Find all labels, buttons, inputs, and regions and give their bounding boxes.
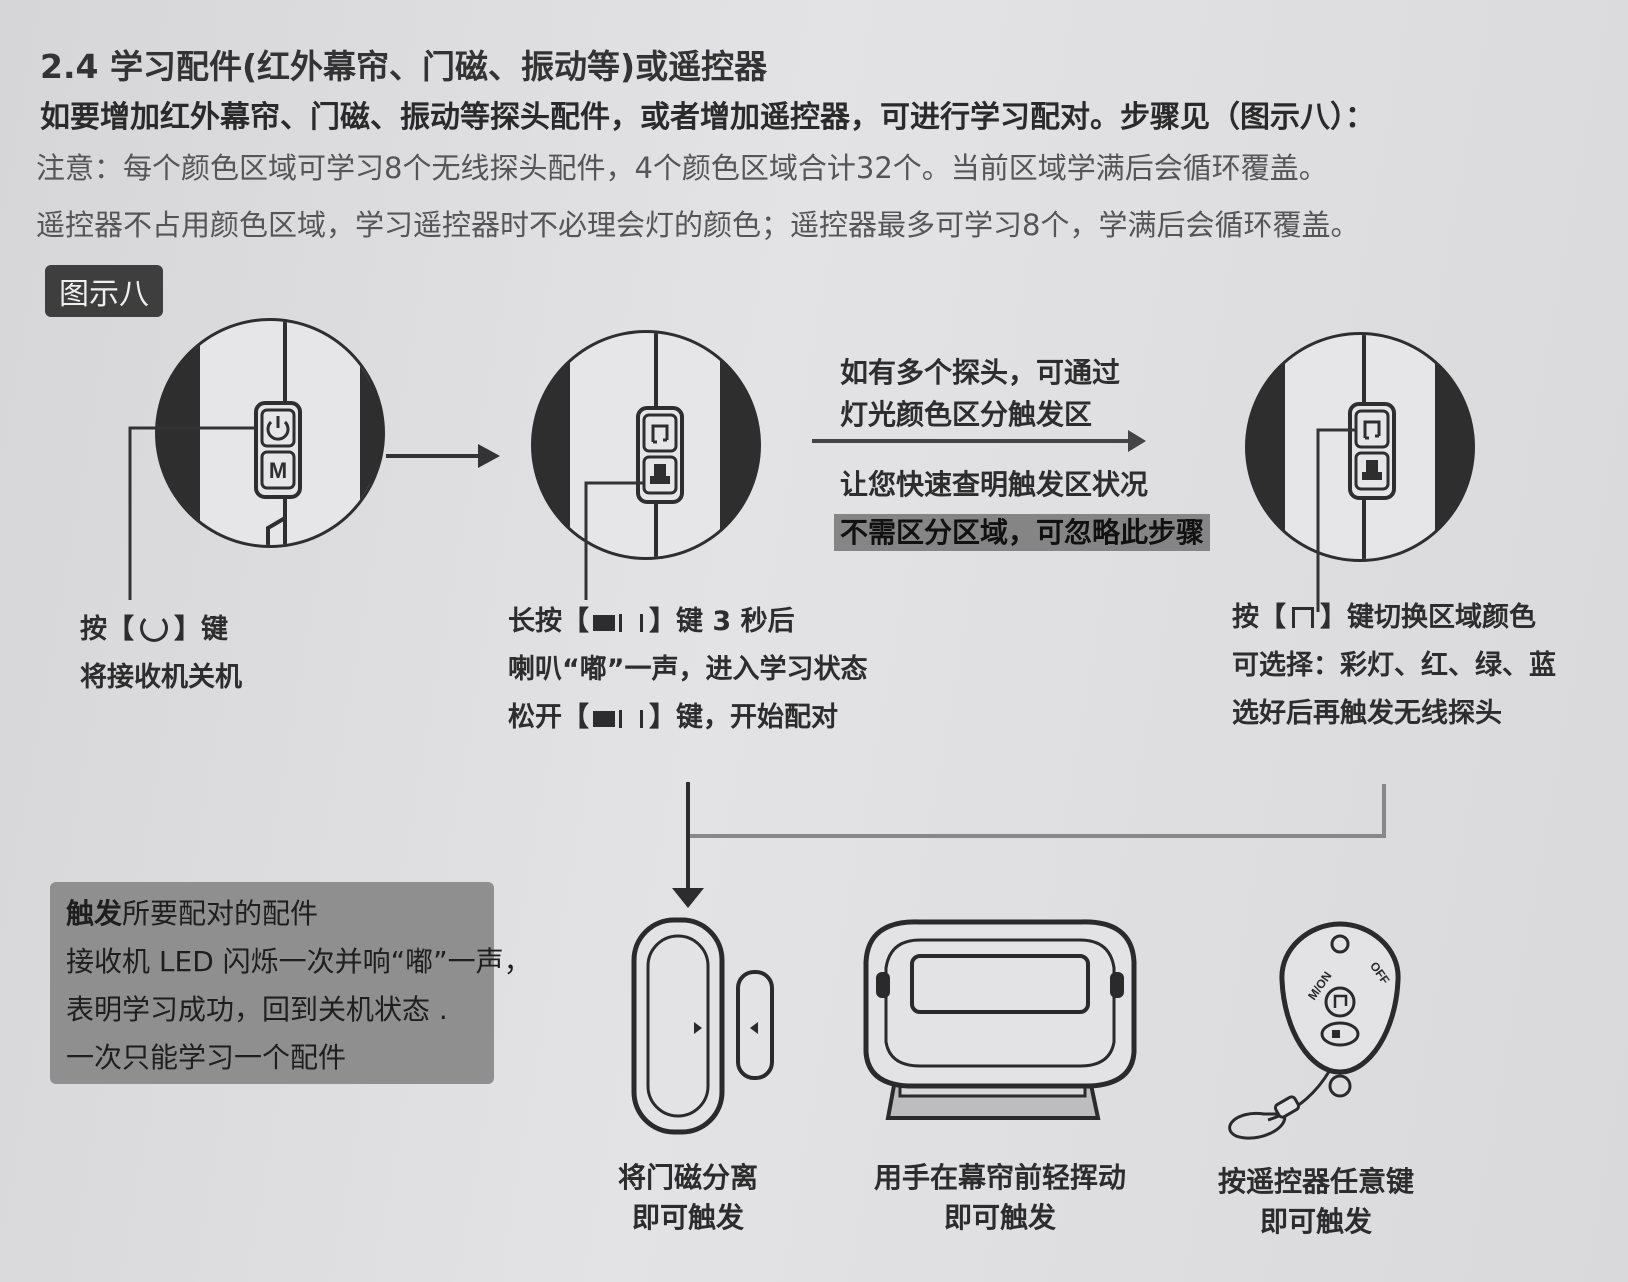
- speaker-icon: [1332, 1030, 1340, 1038]
- receiver-zoom-power: M: [128, 318, 385, 600]
- trigger-line1: 接收机 LED 闪烁一次并响“嘟”一声，: [66, 945, 532, 978]
- curtain-caption-line1: 用手在幕帘前轻挥动: [873, 1161, 1126, 1194]
- step3-line2: 可选择：彩灯、红、绿、蓝: [1232, 650, 1556, 681]
- speaker-icon: [1362, 460, 1382, 480]
- door-sensor-illustration: [631, 917, 774, 1135]
- speaker-icon: [593, 615, 615, 631]
- remote-caption-line1: 按遥控器任意键: [1217, 1165, 1414, 1198]
- step3-instruction: 按【】键切换区域颜色 可选择：彩灯、红、绿、蓝 选好后再触发无线探头: [1232, 594, 1556, 738]
- section-title: 2.4 学习配件(红外幕帘、门磁、振动等)或遥控器: [40, 47, 768, 86]
- trigger-title: 触发所要配对的配件: [66, 890, 478, 938]
- section-intro: 如要增加红外幕帘、门磁、振动等探头配件，或者增加遥控器，可进行学习配对。步骤见（…: [40, 100, 1375, 135]
- flow-connector: [672, 782, 1386, 908]
- trigger-title-bold: 触发: [66, 897, 123, 930]
- music-icon: [1292, 607, 1314, 628]
- trigger-line3: 一次只能学习一个配件: [66, 1041, 347, 1074]
- multi-probe-line2: 灯光颜色区分触发区: [840, 398, 1093, 431]
- speaker-icon: [650, 464, 670, 484]
- music-icon: [651, 424, 669, 444]
- note-line-2: 遥控器不占用颜色区域，学习遥控器时不必理会灯的颜色；遥控器最多可学习8个，学满后…: [36, 208, 1360, 242]
- receiver-zoom-zone: [1245, 332, 1475, 612]
- arrow-right-icon: [812, 430, 1146, 452]
- mode-button-label: M: [269, 458, 287, 483]
- step3-line1: 按【】键切换区域颜色: [1232, 602, 1536, 633]
- curtain-sensor-caption: 用手在幕帘前轻挥动 即可触发: [850, 1158, 1150, 1238]
- multi-probe-hint-top: 如有多个探头，可通过 灯光颜色区分触发区: [840, 352, 1120, 436]
- speaker-waves-icon: [619, 614, 643, 632]
- figure-label: 图示八: [45, 265, 163, 317]
- speaker-waves-icon: [619, 710, 643, 728]
- step2-line3: 松开【】键，开始配对: [508, 702, 838, 733]
- trigger-title-rest: 所要配对的配件: [122, 897, 319, 930]
- trigger-instruction-box: 触发所要配对的配件 接收机 LED 闪烁一次并响“嘟”一声， 表明学习成功，回到…: [50, 882, 532, 1084]
- curtain-caption-line2: 即可触发: [943, 1201, 1056, 1234]
- receiver-zoom-learn: [531, 330, 761, 600]
- step1-instruction: 按【】键 将接收机关机: [80, 606, 242, 702]
- arrow-right-icon: [386, 444, 500, 468]
- step2-line1: 长按【】键 3 秒后: [508, 606, 795, 637]
- step1-line2: 将接收机关机: [80, 662, 242, 693]
- curtain-sensor-illustration: [863, 919, 1137, 1120]
- step3-line3: 选好后再触发无线探头: [1232, 698, 1502, 729]
- remote-caption-line2: 即可触发: [1259, 1205, 1372, 1238]
- multi-probe-line1: 如有多个探头，可通过: [840, 356, 1121, 389]
- step2-instruction: 长按【】键 3 秒后 喇叭“嘟”一声，进入学习状态 松开【】键，开始配对: [508, 598, 868, 742]
- power-icon: [140, 614, 168, 642]
- music-icon: [1363, 420, 1381, 440]
- remote-control-illustration: M/ON OFF: [1228, 921, 1401, 1140]
- note-line-1: 注意：每个颜色区域可学习8个无线探头配件，4个颜色区域合计32个。当前区域学满后…: [36, 151, 1328, 185]
- multi-probe-line3: 让您快速查明触发区状况: [840, 468, 1149, 501]
- speaker-icon: [593, 711, 615, 727]
- music-icon: [1333, 994, 1348, 1008]
- power-icon: [266, 416, 290, 441]
- step2-line2: 喇叭“嘟”一声，进入学习状态: [508, 654, 868, 685]
- door-caption-line1: 将门磁分离: [617, 1161, 758, 1194]
- door-sensor-caption: 将门磁分离 即可触发: [578, 1158, 798, 1238]
- trigger-line2: 表明学习成功，回到关机状态 .: [66, 993, 448, 1026]
- multi-probe-line4: 不需区分区域，可忽略此步骤: [834, 514, 1211, 551]
- step1-line1: 按【】键: [80, 614, 228, 645]
- remote-caption: 按遥控器任意键 即可触发: [1186, 1162, 1446, 1242]
- multi-probe-hint-bottom: 让您快速查明触发区状况 不需区分区域，可忽略此步骤: [834, 464, 1211, 554]
- door-caption-line2: 即可触发: [631, 1201, 744, 1234]
